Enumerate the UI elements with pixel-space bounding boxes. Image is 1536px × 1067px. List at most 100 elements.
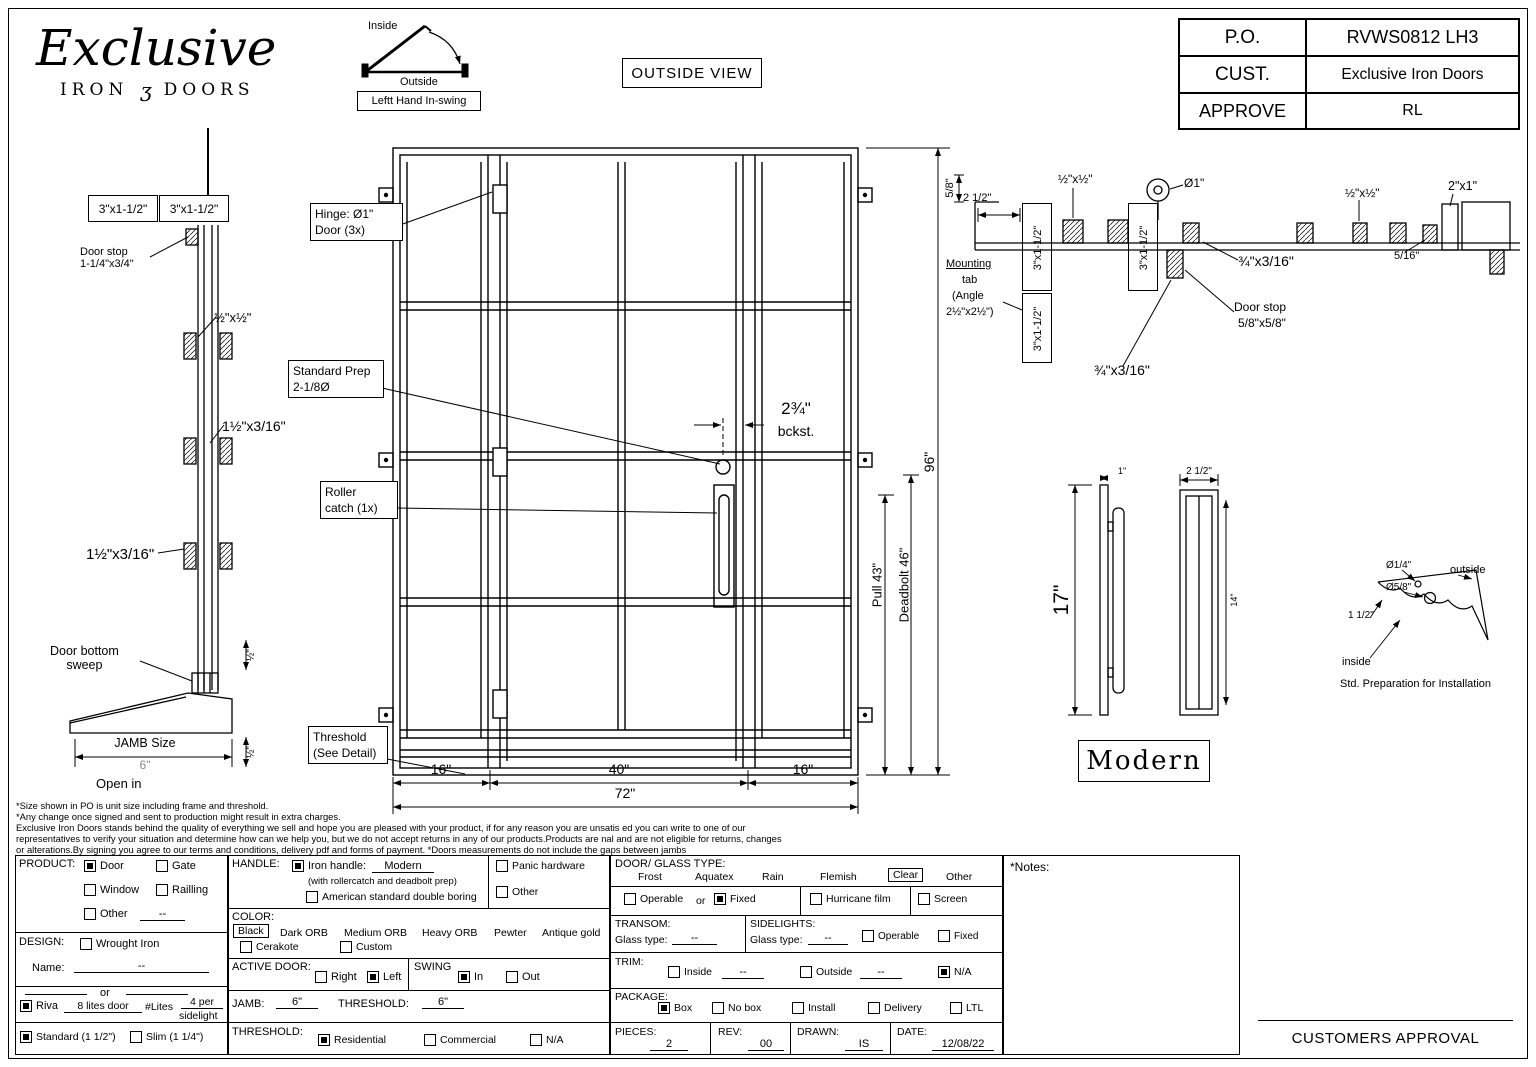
checkbox-icon[interactable] <box>367 971 379 983</box>
checkbox-icon[interactable] <box>20 1000 32 1012</box>
color-heavy-orb-option[interactable]: Heavy ORB <box>422 927 478 939</box>
sidelights-fixed-checkbox[interactable]: Fixed <box>938 930 978 942</box>
iron-handle-value[interactable]: Modern <box>372 860 434 873</box>
color-pewter-option[interactable]: Pewter <box>494 927 527 939</box>
checkbox-icon[interactable] <box>658 1002 670 1014</box>
product-other-value[interactable]: -- <box>140 908 185 921</box>
glass-frost-option[interactable]: Frost <box>638 871 662 883</box>
glass-other-option[interactable]: Other <box>946 871 973 883</box>
trim-inside-checkbox[interactable]: Inside <box>668 966 712 978</box>
riva-checkbox[interactable]: Riva <box>20 1000 58 1012</box>
checkbox-icon[interactable] <box>292 860 304 872</box>
swing-out-checkbox[interactable]: Out <box>506 971 540 983</box>
cerakote-checkbox[interactable]: Cerakote <box>240 941 299 953</box>
checkbox-icon[interactable] <box>315 971 327 983</box>
color-dark-orb-option[interactable]: Dark ORB <box>280 927 328 939</box>
custom-color-checkbox[interactable]: Custom <box>340 941 392 953</box>
residential-checkbox[interactable]: Residential <box>318 1034 386 1046</box>
american-boring-checkbox[interactable]: American standard double boring <box>306 891 477 903</box>
color-black-option[interactable]: Black <box>233 924 269 938</box>
product-railling-checkbox[interactable]: Railling <box>156 884 208 896</box>
checkbox-icon[interactable] <box>800 966 812 978</box>
date-value[interactable]: 12/08/22 <box>932 1038 994 1051</box>
glass-flemish-option[interactable]: Flemish <box>820 871 857 883</box>
checkbox-icon[interactable] <box>792 1002 804 1014</box>
product-gate-checkbox[interactable]: Gate <box>156 860 196 872</box>
checkbox-icon[interactable] <box>624 893 636 905</box>
checkbox-icon[interactable] <box>240 941 252 953</box>
transom-glass-value[interactable]: -- <box>672 932 717 945</box>
active-right-checkbox[interactable]: Right <box>315 971 357 983</box>
package-ltl-checkbox[interactable]: LTL <box>950 1002 983 1014</box>
pieces-value[interactable]: 2 <box>650 1038 688 1051</box>
trim-outside-value[interactable]: -- <box>860 966 902 979</box>
handle-other-checkbox[interactable]: Other <box>496 886 538 898</box>
checkbox-icon[interactable] <box>84 884 96 896</box>
active-left-checkbox[interactable]: Left <box>367 971 401 983</box>
color-antique-gold-option[interactable]: Antique gold <box>542 927 601 939</box>
drawn-value[interactable]: IS <box>845 1038 883 1051</box>
checkbox-icon[interactable] <box>130 1031 142 1043</box>
checkbox-icon[interactable] <box>340 941 352 953</box>
design-name-value[interactable]: -- <box>74 960 209 973</box>
checkbox-icon[interactable] <box>950 1002 962 1014</box>
lites-value[interactable]: 4 per <box>181 996 223 1009</box>
checkbox-icon[interactable] <box>938 930 950 942</box>
checkbox-icon[interactable] <box>156 884 168 896</box>
checkbox-icon[interactable] <box>306 891 318 903</box>
standard-thickness-checkbox[interactable]: Standard (1 1/2") <box>20 1031 116 1043</box>
color-medium-orb-option[interactable]: Medium ORB <box>344 927 408 939</box>
riva-value[interactable]: 8 lites door <box>64 1000 142 1013</box>
package-install-checkbox[interactable]: Install <box>792 1002 835 1014</box>
design-wrought-iron-checkbox[interactable]: Wrought Iron <box>80 938 159 950</box>
sidelights-operable-checkbox[interactable]: Operable <box>862 930 919 942</box>
jamb-form-value[interactable]: 6" <box>276 996 318 1009</box>
iron-handle-checkbox[interactable]: Iron handle: <box>292 860 366 872</box>
checkbox-icon[interactable] <box>714 893 726 905</box>
checkbox-icon[interactable] <box>530 1034 542 1046</box>
trim-outside-checkbox[interactable]: Outside <box>800 966 852 978</box>
checkbox-icon[interactable] <box>496 886 508 898</box>
checkbox-icon[interactable] <box>938 966 950 978</box>
panic-hardware-checkbox[interactable]: Panic hardware <box>496 860 585 872</box>
checkbox-icon[interactable] <box>918 893 930 905</box>
rev-value[interactable]: 00 <box>748 1038 784 1051</box>
glass-rain-option[interactable]: Rain <box>762 871 784 883</box>
checkbox-icon[interactable] <box>668 966 680 978</box>
checkbox-icon[interactable] <box>506 971 518 983</box>
checkbox-icon[interactable] <box>80 938 92 950</box>
screen-checkbox[interactable]: Screen <box>918 893 967 905</box>
checkbox-icon[interactable] <box>20 1031 32 1043</box>
checkbox-icon[interactable] <box>84 860 96 872</box>
glass-clear-option[interactable]: Clear <box>888 868 924 882</box>
checkbox-icon[interactable] <box>458 971 470 983</box>
product-door-checkbox[interactable]: Door <box>84 860 124 872</box>
checkbox-icon[interactable] <box>496 860 508 872</box>
checkbox-icon[interactable] <box>156 860 168 872</box>
customer-signature-line[interactable] <box>1258 1020 1513 1021</box>
package-box-checkbox[interactable]: Box <box>658 1002 692 1014</box>
threshold-size-value[interactable]: 6" <box>422 996 464 1009</box>
trim-inside-value[interactable]: -- <box>722 966 764 979</box>
glass-aquatex-option[interactable]: Aquatex <box>695 871 734 883</box>
product-window-checkbox[interactable]: Window <box>84 884 139 896</box>
sidelights-glass-value[interactable]: -- <box>808 932 848 945</box>
checkbox-icon[interactable] <box>712 1002 724 1014</box>
swing-in-checkbox[interactable]: In <box>458 971 483 983</box>
product-other-checkbox[interactable]: Other <box>84 908 128 920</box>
checkbox-icon[interactable] <box>318 1034 330 1046</box>
commercial-checkbox[interactable]: Commercial <box>424 1034 496 1046</box>
checkbox-icon[interactable] <box>862 930 874 942</box>
package-no-box-checkbox[interactable]: No box <box>712 1002 761 1014</box>
glass-fixed-checkbox[interactable]: Fixed <box>714 893 756 905</box>
checkbox-icon[interactable] <box>424 1034 436 1046</box>
hurricane-film-checkbox[interactable]: Hurricane film <box>810 893 891 905</box>
slim-thickness-checkbox[interactable]: Slim (1 1/4") <box>130 1031 203 1043</box>
threshold-na-checkbox[interactable]: N/A <box>530 1034 564 1046</box>
glass-operable-checkbox[interactable]: Operable <box>624 893 683 905</box>
checkbox-icon[interactable] <box>868 1002 880 1014</box>
checkbox-icon[interactable] <box>84 908 96 920</box>
checkbox-icon[interactable] <box>810 893 822 905</box>
package-delivery-checkbox[interactable]: Delivery <box>868 1002 922 1014</box>
trim-na-checkbox[interactable]: N/A <box>938 966 972 978</box>
